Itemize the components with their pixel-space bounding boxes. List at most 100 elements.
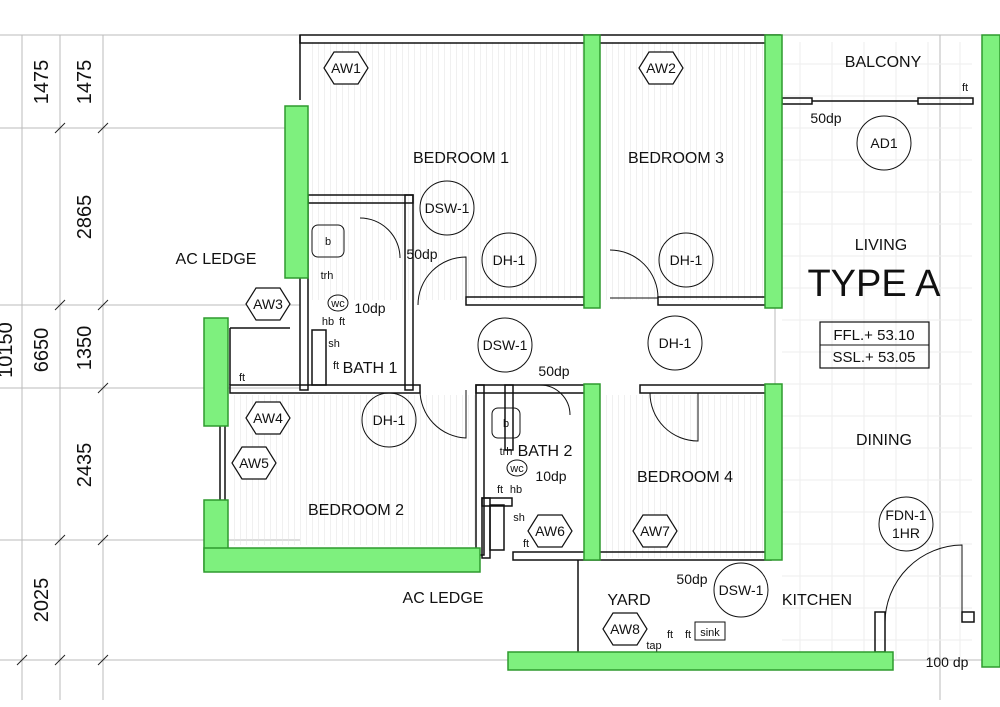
aw4-hex xyxy=(245,401,291,435)
basin1-shape xyxy=(311,224,345,258)
note-100dp: 100 dp xyxy=(926,654,969,670)
room-bath1: BATH 1 xyxy=(343,360,398,377)
dim-1475-b: 1475 xyxy=(74,60,96,105)
dsw1-c-circle xyxy=(713,562,769,618)
room-balcony: BALCONY xyxy=(845,54,922,71)
bedroom1-floor xyxy=(308,42,584,300)
wall-bed4-right xyxy=(764,383,783,561)
fx-ft1b: ft xyxy=(333,360,339,372)
aw1-hex xyxy=(323,51,369,85)
tag-aw5: AW5 xyxy=(239,455,269,471)
tag-aw2: AW2 xyxy=(646,60,676,76)
tag-aw4: AW4 xyxy=(253,410,283,426)
dim-10150: 10150 xyxy=(0,322,17,378)
dim-1475-a: 1475 xyxy=(31,60,53,105)
bath-fixtures xyxy=(311,224,726,641)
tag-dh1-d: DH-1 xyxy=(373,412,406,428)
fx-b2: b xyxy=(503,418,509,430)
room-ac-ledge-top: AC LEDGE xyxy=(176,251,257,268)
fx-hb1: hb xyxy=(322,316,334,328)
tag-fdn-line2: 1HR xyxy=(892,525,920,541)
wall-right xyxy=(981,34,1000,668)
wall-bedroom2-floor xyxy=(203,547,481,573)
tag-dsw1-a: DSW-1 xyxy=(425,200,470,216)
bedroom4-floor xyxy=(600,395,765,558)
wall-kitchen-floor xyxy=(507,651,894,671)
room-bedroom1: BEDROOM 1 xyxy=(413,150,509,167)
note-50dp-bath1: 50dp xyxy=(406,246,437,262)
level-ssl: SSL.+ 53.05 xyxy=(833,349,916,366)
fx-ft-yard2: ft xyxy=(685,629,691,641)
room-kitchen: KITCHEN xyxy=(782,592,852,609)
tag-aw8: AW8 xyxy=(610,621,640,637)
aw6-hex xyxy=(527,514,573,548)
room-ac-ledge-bottom: AC LEDGE xyxy=(403,590,484,607)
basin2-shape xyxy=(491,407,521,439)
note-50dp-balcony: 50dp xyxy=(810,110,841,126)
tag-aw1: AW1 xyxy=(331,60,361,76)
dim-2865: 2865 xyxy=(74,195,96,240)
fx-tap: tap xyxy=(646,640,661,652)
living-floor xyxy=(782,42,972,660)
room-yard: YARD xyxy=(607,592,650,609)
room-living: LIVING xyxy=(855,237,907,254)
aw2-hex xyxy=(638,51,684,85)
fdn-circle xyxy=(878,496,934,552)
fx-ft-yard1: ft xyxy=(667,629,673,641)
wall-mid-2 xyxy=(764,34,783,309)
dim-2025: 2025 xyxy=(31,578,53,623)
tag-dsw1-b: DSW-1 xyxy=(483,337,528,353)
fx-hb2: hb xyxy=(510,484,522,496)
tag-fdn-line1: FDN-1 xyxy=(885,507,926,523)
fx-sh2: sh xyxy=(513,512,525,524)
fx-ft-balcony: ft xyxy=(962,82,968,94)
aw3-hex xyxy=(245,287,291,321)
dh1-c-circle xyxy=(647,315,703,371)
tag-dh1-c: DH-1 xyxy=(659,335,692,351)
circle-tags xyxy=(361,115,934,618)
wall-mid-1 xyxy=(583,34,601,309)
note-50dp-bath2: 50dp xyxy=(538,363,569,379)
tag-dsw1-c: DSW-1 xyxy=(719,582,764,598)
tag-aw7: AW7 xyxy=(640,523,670,539)
room-bedroom3: BEDROOM 3 xyxy=(628,150,724,167)
dsw1-a-circle xyxy=(419,180,475,236)
fx-wc1: wc xyxy=(330,298,345,310)
aw8-hex xyxy=(602,612,648,646)
wall-ac-ledge-top xyxy=(284,105,309,279)
tag-dh1-b: DH-1 xyxy=(670,252,703,268)
fx-ft1: ft xyxy=(339,316,345,328)
aw-tags xyxy=(231,51,684,646)
fx-wc2: wc xyxy=(509,463,524,475)
aw5-hex xyxy=(231,446,277,480)
wc2-shape xyxy=(506,459,528,477)
dh1-a-circle xyxy=(481,232,537,288)
fx-ft2: ft xyxy=(497,484,503,496)
sink-shape xyxy=(694,621,726,641)
wall-bed4-left xyxy=(583,383,601,561)
wc1-shape xyxy=(327,294,349,312)
tag-ad1: AD1 xyxy=(870,135,897,151)
door-swings xyxy=(359,217,963,623)
room-bedroom2: BEDROOM 2 xyxy=(308,502,404,519)
room-bedroom4: BEDROOM 4 xyxy=(637,469,733,486)
dh1-b-circle xyxy=(658,232,714,288)
level-ffl: FFL.+ 53.10 xyxy=(833,327,914,344)
fx-trh2: trh xyxy=(500,446,513,458)
unit-type-title: TYPE A xyxy=(807,263,941,305)
fx-ft2b: ft xyxy=(523,538,529,550)
fx-sh1: sh xyxy=(328,338,340,350)
wall-ledge-left xyxy=(203,317,229,427)
fx-sink: sink xyxy=(700,627,720,639)
tag-dh1-a: DH-1 xyxy=(493,252,526,268)
bedroom3-floor xyxy=(600,42,765,300)
note-50dp-kitchen: 50dp xyxy=(676,571,707,587)
ad1-circle xyxy=(856,115,912,171)
room-bath2: BATH 2 xyxy=(518,443,573,460)
note-10dp-bath2: 10dp xyxy=(535,468,566,484)
fx-ft-ledge: ft xyxy=(239,372,245,384)
dim-1350: 1350 xyxy=(74,326,96,371)
dim-2435: 2435 xyxy=(74,443,96,488)
tag-aw3: AW3 xyxy=(253,296,283,312)
